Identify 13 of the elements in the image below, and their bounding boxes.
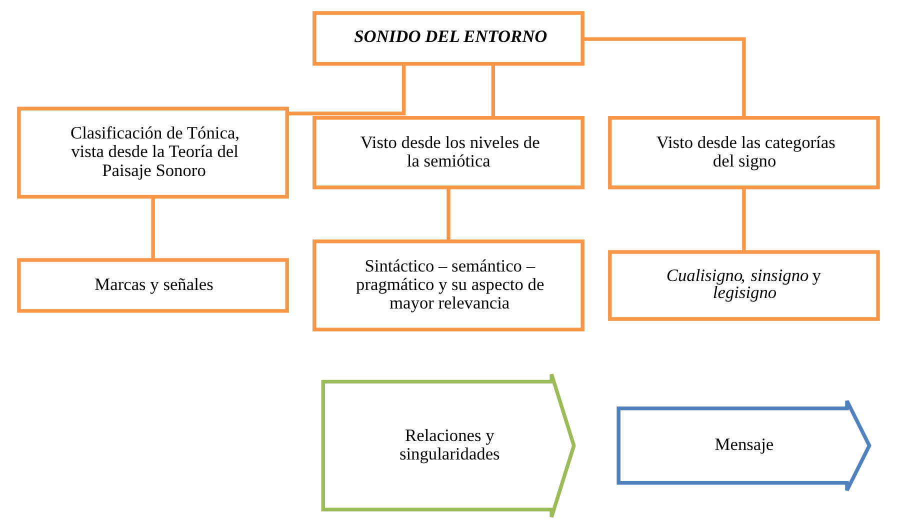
node-box: Visto desde las categorías del signo	[608, 116, 880, 190]
connector	[582, 37, 746, 118]
node-box: Cualisigno, sinsigno y legisigno	[608, 250, 880, 321]
connector	[151, 196, 155, 260]
node-box: SONIDO DEL ENTORNO	[312, 11, 584, 66]
node-box: Clasificación de Tónica, vista desde la Teoría del Paisaje Sonoro	[17, 106, 289, 199]
connector	[742, 188, 746, 252]
node-box: Sintáctico – semántico – pragmático y su aspecto de mayor relevancia	[312, 240, 584, 332]
connector	[287, 64, 406, 116]
node-box: Visto desde los niveles de la semiótica	[312, 116, 584, 190]
connector	[491, 64, 496, 118]
connector	[446, 188, 450, 242]
node-box: Marcas y señales	[17, 258, 289, 313]
